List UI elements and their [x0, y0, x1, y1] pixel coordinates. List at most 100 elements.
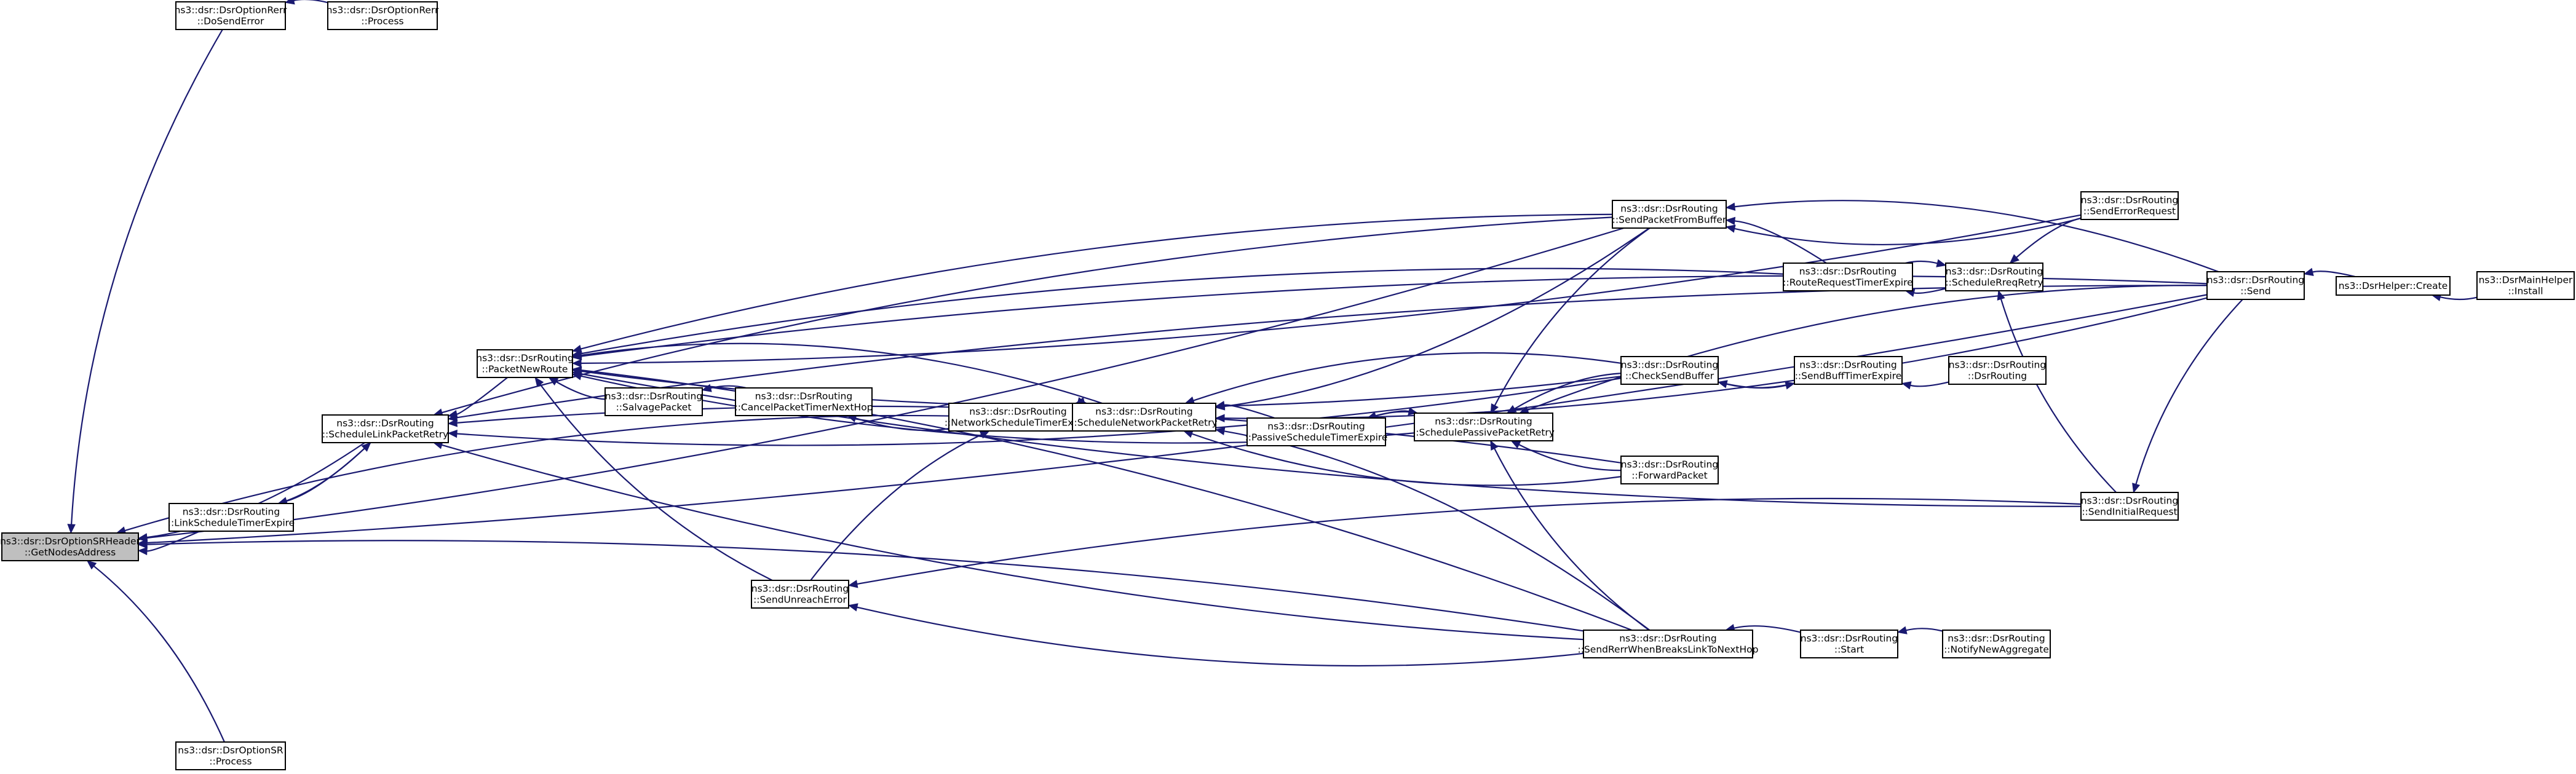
- edge-line: [1224, 227, 1650, 408]
- node-start[interactable]: ns3::dsr::DsrRouting::Start: [1800, 630, 1898, 658]
- node-label-line: ::SendRerrWhenBreaksLinkToNextHop: [1578, 644, 1759, 655]
- arrowhead-icon: [1725, 216, 1736, 226]
- edge-line: [1734, 220, 1827, 264]
- edge-sendInitialRequest-to-sendUnreachError: [847, 497, 2082, 588]
- edge-line: [124, 414, 949, 532]
- arrowhead-icon: [571, 359, 582, 368]
- node-label-line: ns3::dsr::DsrRouting: [969, 406, 1066, 417]
- edge-line: [539, 384, 773, 581]
- edge-layer: [67, 0, 2478, 743]
- arrowhead-icon: [361, 442, 371, 452]
- edge-line: [442, 216, 1613, 414]
- node-label-line: ns3::dsr::DsrRouting: [476, 353, 573, 364]
- node-doSendError[interactable]: ns3::dsr::DsrOptionRerr::DoSendError: [175, 1, 287, 30]
- node-root[interactable]: ns3::dsr::DsrOptionSRHeader::GetNodesAdd…: [0, 532, 141, 561]
- node-label-line: ns3::dsr::DsrRouting: [755, 391, 852, 402]
- edge-line: [2440, 296, 2478, 301]
- edge-sendErrorRequest-to-sendPacketFromBuffer: [1725, 217, 2082, 245]
- node-helperCreate[interactable]: ns3::DsrHelper::Create: [2336, 276, 2451, 296]
- node-scheduleNetworkPacketRetry[interactable]: ns3::dsr::DsrRouting::ScheduleNetworkPac…: [1071, 403, 1218, 432]
- node-label-line: ::SendInitialRequest: [2082, 507, 2177, 518]
- node-mainHelperInstall[interactable]: ns3::DsrMainHelper::Install: [2476, 271, 2575, 300]
- node-scheduleLinkPacketRetry[interactable]: ns3::dsr::DsrRouting::ScheduleLinkPacket…: [322, 414, 449, 443]
- node-sendBuffTimerExpire[interactable]: ns3::dsr::DsrRouting::SendBuffTimerExpir…: [1794, 356, 1903, 385]
- node-linkScheduleTimerExpire[interactable]: ns3::dsr::DsrRouting::LinkScheduleTimerE…: [168, 503, 295, 532]
- node-box: [1800, 630, 1898, 658]
- node-cancelPacketTimerNextHop[interactable]: ns3::dsr::DsrRouting::CancelPacketTimerN…: [734, 387, 873, 416]
- node-send[interactable]: ns3::dsr::DsrRouting::Send: [2206, 271, 2305, 300]
- node-label-line: ns3::dsr::DsrRouting: [1948, 633, 2045, 644]
- edge-send-to-root: [137, 294, 2208, 547]
- node-label-line: ::SchedulePassivePacketRetry: [1413, 427, 1555, 438]
- node-dsrRouting[interactable]: ns3::dsr::DsrRouting::DsrRouting: [1948, 356, 2047, 385]
- edge-networkScheduleTimerExpire-to-cancelPacketTimerNextHop: [846, 414, 949, 432]
- node-box: [1948, 356, 2047, 385]
- node-box: [322, 414, 449, 443]
- node-packetNewRoute[interactable]: ns3::dsr::DsrRouting::PacketNewRoute: [476, 349, 574, 378]
- edge-line: [2135, 299, 2243, 484]
- arrowhead-icon: [1725, 202, 1736, 211]
- edge-line: [1734, 200, 2219, 273]
- node-label-line: ns3::dsr::DsrRouting: [1619, 633, 1716, 644]
- node-schedulePassivePacketRetry[interactable]: ns3::dsr::DsrRouting::SchedulePassivePac…: [1413, 413, 1555, 441]
- node-box: [1620, 356, 1719, 385]
- node-sendRerrWhenBreaksLinkToNextHop[interactable]: ns3::dsr::DsrRouting::SendRerrWhenBreaks…: [1578, 630, 1759, 658]
- node-label-line: ns3::dsr::DsrRouting: [1621, 459, 1718, 470]
- node-label-line: ::PacketNewRoute: [482, 364, 568, 375]
- node-checkSendBuffer[interactable]: ns3::dsr::DsrRouting::CheckSendBuffer: [1620, 356, 1719, 385]
- node-passiveScheduleTimerExpire[interactable]: ns3::dsr::DsrRouting::PassiveScheduleTim…: [1245, 417, 1388, 446]
- node-label-line: ::SalvagePacket: [616, 402, 692, 413]
- edge-line: [2016, 217, 2082, 258]
- edge-line: [810, 434, 982, 581]
- arrowhead-icon: [1997, 290, 2005, 301]
- edge-sendPacketFromBuffer-to-scheduleNetworkPacketRetry: [1215, 227, 1650, 411]
- node-label-line: ::DsrRouting: [1968, 371, 2027, 382]
- node-label-line: ns3::dsr::DsrRouting: [1799, 266, 1896, 277]
- node-label-line: ::CheckSendBuffer: [1625, 371, 1714, 382]
- arrowhead-icon: [447, 413, 458, 422]
- node-sendPacketFromBuffer[interactable]: ns3::dsr::DsrRouting::SendPacketFromBuff…: [1612, 200, 1727, 229]
- node-sendInitialRequest[interactable]: ns3::dsr::DsrRouting::SendInitialRequest: [2080, 492, 2179, 521]
- edge-line: [581, 213, 1613, 350]
- node-rerrProcess[interactable]: ns3::dsr::DsrOptionRerr::Process: [327, 1, 439, 30]
- edge-line: [2000, 299, 2117, 493]
- node-box: [2206, 271, 2305, 300]
- node-srProcess[interactable]: ns3::dsr::DsrOptionSR::Process: [175, 741, 286, 770]
- arrowhead-icon: [571, 351, 582, 360]
- node-routeRequestTimerExpire[interactable]: ns3::dsr::DsrRouting::RouteRequestTimerE…: [1783, 263, 1913, 291]
- edge-line: [71, 29, 223, 525]
- node-box: [1783, 263, 1913, 291]
- node-label-line: ns3::dsr::DsrRouting: [2081, 496, 2178, 507]
- node-forwardPacket[interactable]: ns3::dsr::DsrRouting::ForwardPacket: [1620, 456, 1719, 484]
- edge-line: [1527, 285, 2208, 411]
- edge-dsrRouting-to-sendBuffTimerExpire: [1901, 381, 1949, 390]
- node-scheduleRreqRetry[interactable]: ns3::dsr::DsrRouting::ScheduleRreqRetry: [1945, 263, 2043, 291]
- edge-line: [1367, 410, 1409, 419]
- arrowhead-icon: [2132, 483, 2141, 494]
- node-box: [175, 1, 286, 30]
- node-label-line: ns3::dsr::DsrRouting: [1620, 203, 1718, 215]
- node-label-line: ns3::dsr::DsrOptionSR: [178, 745, 283, 756]
- edge-scheduleNetworkPacketRetry-to-packetNewRoute: [571, 342, 1103, 405]
- node-box: [1246, 417, 1386, 446]
- edge-line: [146, 294, 2208, 544]
- node-box: [2336, 276, 2451, 296]
- node-label-line: ns3::dsr::DsrRouting: [2081, 195, 2178, 206]
- node-sendErrorRequest[interactable]: ns3::dsr::DsrRouting::SendErrorRequest: [2080, 191, 2179, 220]
- node-sendUnreachError[interactable]: ns3::dsr::DsrRouting::SendUnreachError: [751, 580, 849, 609]
- node-label-line: ::SendPacketFromBuffer: [1612, 215, 1727, 226]
- node-networkScheduleTimerExpire[interactable]: ns3::dsr::DsrRouting::NetworkScheduleTim…: [945, 403, 1092, 432]
- edge-linkScheduleTimerExpire-to-root: [137, 530, 200, 556]
- node-box: [1942, 630, 2051, 658]
- edge-scheduleLinkPacketRetry-to-linkScheduleTimerExpire: [277, 442, 371, 505]
- edge-sendPacketFromBuffer-to-scheduleLinkPacketRetry: [432, 216, 1613, 417]
- edge-line: [456, 285, 2208, 419]
- node-notifyNewAggregate[interactable]: ns3::dsr::DsrRouting::NotifyNewAggregate: [1942, 630, 2051, 658]
- arrowhead-icon: [447, 419, 458, 427]
- node-salvagePacket[interactable]: ns3::dsr::DsrRouting::SalvagePacket: [604, 387, 703, 416]
- arrowhead-icon: [1896, 626, 1908, 634]
- edge-sendPacketFromBuffer-to-schedulePassivePacketRetry: [1490, 227, 1651, 414]
- edge-line: [556, 381, 606, 400]
